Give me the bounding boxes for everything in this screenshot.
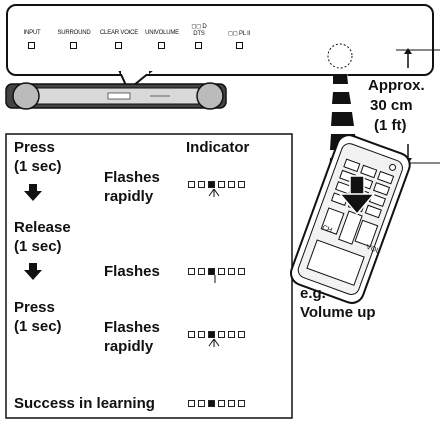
indicator-dot bbox=[228, 400, 235, 407]
indicator-dot bbox=[218, 331, 225, 338]
indicator-dot bbox=[198, 181, 205, 188]
indicator-dot-active bbox=[208, 268, 215, 275]
indicator-dot bbox=[238, 181, 245, 188]
indicator-prefix: ◻◻ D bbox=[191, 24, 207, 30]
indicator-input: INPUT bbox=[22, 30, 42, 36]
distance-line3: (1 ft) bbox=[374, 117, 407, 134]
step1-duration: (1 sec) bbox=[14, 158, 62, 175]
step2-action: Release bbox=[14, 219, 71, 236]
press-arrow bbox=[338, 175, 376, 216]
step1-state-a: Flashes bbox=[104, 169, 160, 186]
indicator-clear-voice: CLEAR VOICE bbox=[98, 30, 140, 36]
indicator-dot bbox=[218, 400, 225, 407]
indicator-dot bbox=[238, 400, 245, 407]
indicator-label: UNIVOLUME bbox=[145, 30, 179, 36]
indicator-label: ◻◻ PL II bbox=[227, 31, 251, 37]
indicator-dot bbox=[218, 268, 225, 275]
soundbar-display bbox=[107, 92, 131, 100]
callout-mask bbox=[121, 70, 149, 74]
sensor-circle bbox=[327, 43, 353, 69]
step1-indicator-dots bbox=[188, 181, 245, 188]
indicator-pl2: ◻◻ PL II bbox=[224, 30, 254, 37]
indicator-label: DTS bbox=[193, 31, 205, 37]
indicator-square bbox=[70, 42, 77, 49]
flash-single-icon bbox=[214, 275, 216, 283]
indicator-univolume: UNIVOLUME bbox=[144, 30, 180, 36]
step2-duration: (1 sec) bbox=[14, 238, 62, 255]
indicator-square bbox=[195, 42, 202, 49]
remote-caption-eg: e.g. bbox=[300, 285, 326, 302]
indicator-dot bbox=[228, 331, 235, 338]
indicator-dot bbox=[198, 268, 205, 275]
indicator-square bbox=[158, 42, 165, 49]
step2-indicator-dots bbox=[188, 268, 245, 275]
step3-duration: (1 sec) bbox=[14, 318, 62, 335]
indicator-dot bbox=[188, 331, 195, 338]
indicator-square bbox=[28, 42, 35, 49]
indicator-header: Indicator bbox=[186, 139, 250, 156]
flash-rays-icon bbox=[208, 338, 220, 347]
indicator-label: SURROUND bbox=[57, 30, 91, 36]
distance-line2: 30 cm bbox=[370, 97, 413, 114]
indicator-dot-active bbox=[208, 400, 215, 407]
indicator-dot bbox=[238, 268, 245, 275]
indicator-dot bbox=[228, 268, 235, 275]
indicator-dot bbox=[218, 181, 225, 188]
soundbar-right-knob bbox=[196, 82, 224, 110]
front-panel bbox=[6, 4, 434, 76]
step2-state: Flashes bbox=[104, 263, 160, 280]
indicator-dot bbox=[188, 400, 195, 407]
remote-caption-button: Volume up bbox=[300, 304, 376, 321]
down-arrow-1 bbox=[24, 184, 42, 201]
flash-rays-icon bbox=[208, 188, 220, 197]
success-label: Success in learning bbox=[14, 395, 155, 412]
step3-state-b: rapidly bbox=[104, 338, 154, 355]
indicator-label: INPUT bbox=[23, 30, 41, 36]
soundbar-left-knob bbox=[12, 82, 40, 110]
indicator-dot bbox=[188, 268, 195, 275]
remote-control bbox=[289, 134, 411, 304]
dim-arrowhead-top bbox=[404, 48, 412, 54]
indicator-surround: SURROUND bbox=[56, 30, 92, 36]
indicator-dot bbox=[198, 400, 205, 407]
step3-indicator-dots bbox=[188, 331, 245, 338]
distance-line1: Approx. bbox=[368, 77, 425, 94]
step3-state-a: Flashes bbox=[104, 319, 160, 336]
step1-action: Press bbox=[14, 139, 55, 156]
indicator-dot-active bbox=[208, 331, 215, 338]
step3-action: Press bbox=[14, 299, 55, 316]
indicator-dts: ◻◻ D DTS bbox=[188, 24, 210, 38]
down-arrow-2 bbox=[24, 263, 42, 280]
indicator-dot-active bbox=[208, 181, 215, 188]
indicator-square bbox=[236, 42, 243, 49]
indicator-dot bbox=[238, 331, 245, 338]
indicator-dot bbox=[228, 181, 235, 188]
indicator-label: CLEAR VOICE bbox=[99, 30, 139, 36]
indicator-dot bbox=[198, 331, 205, 338]
indicator-square bbox=[115, 42, 122, 49]
step1-state-b: rapidly bbox=[104, 188, 154, 205]
success-indicator-dots bbox=[188, 400, 245, 407]
indicator-dot bbox=[188, 181, 195, 188]
